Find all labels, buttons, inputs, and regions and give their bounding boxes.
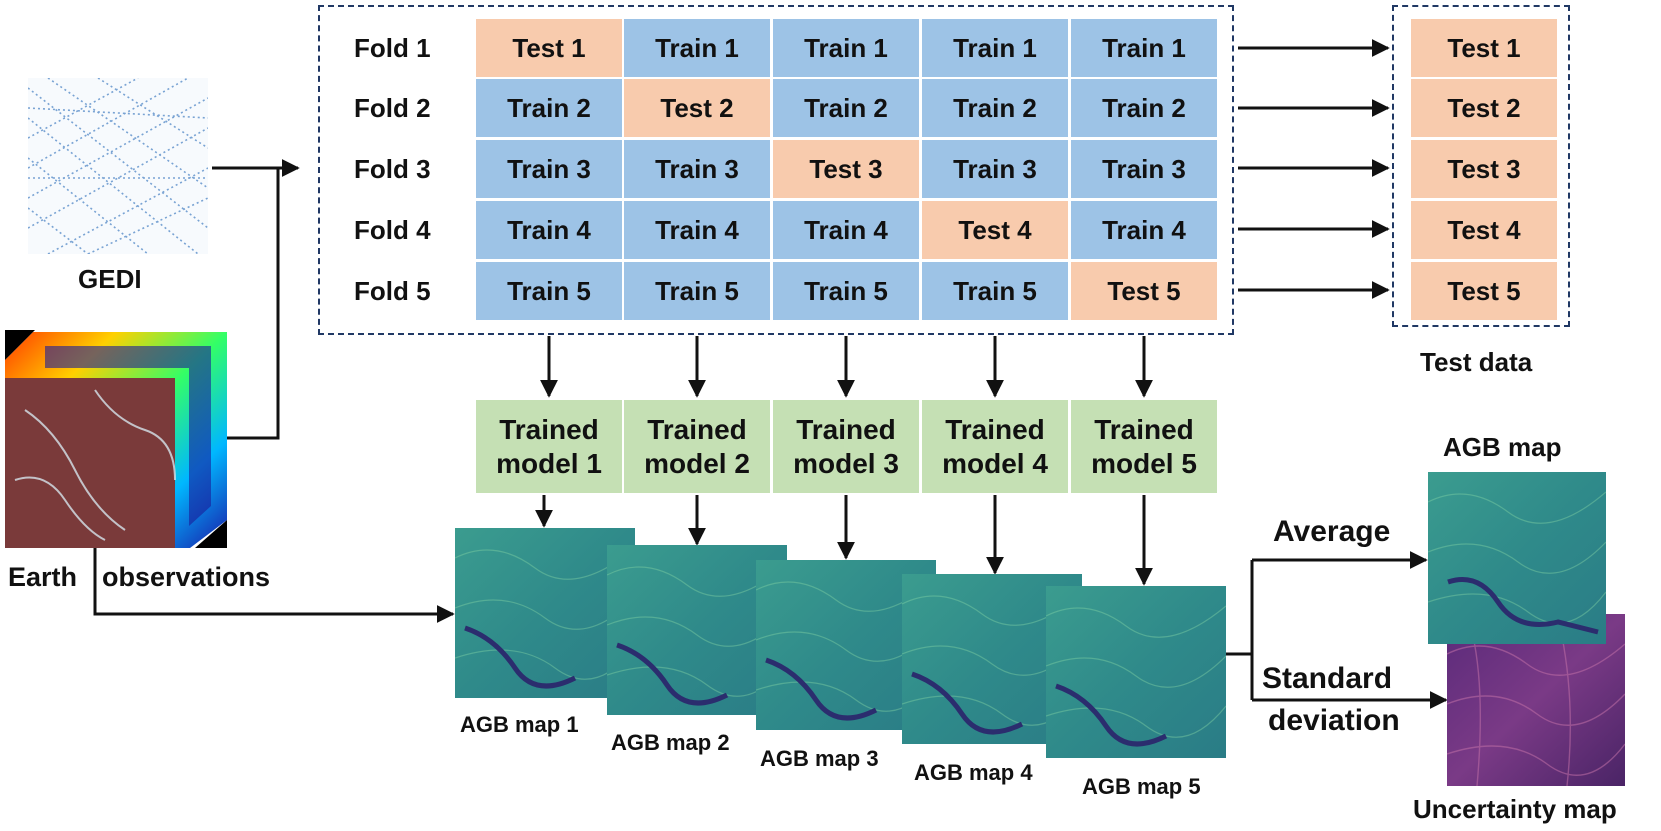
test-data-item-1: Test 1 (1411, 19, 1557, 77)
train-cell-fold-3-col-2: Train 3 (624, 140, 770, 198)
agb-map-5-image (1046, 586, 1226, 758)
trained-model-4-line2: model 4 (942, 447, 1048, 479)
agb-output-texture (1428, 472, 1606, 644)
agb-map-2-label: AGB map 2 (611, 730, 730, 755)
test-cell-fold-2-col-2: Test 2 (624, 79, 770, 137)
eo-to-folds-wire (227, 168, 280, 440)
trained-model-5-line2: model 5 (1091, 447, 1197, 479)
test-data-item-4: Test 4 (1411, 201, 1557, 259)
std-label-1: Standard (1262, 662, 1393, 695)
train-cell-fold-1-col-2: Train 1 (624, 19, 770, 77)
eo-label-2: observations (102, 562, 271, 592)
fold-label-1: Fold 1 (354, 33, 431, 63)
fold-label-2: Fold 2 (354, 93, 431, 123)
agb-map-output-label: AGB map (1443, 432, 1562, 462)
test-cell-fold-1-col-1: Test 1 (476, 19, 622, 77)
test-data-container (1392, 5, 1570, 327)
train-cell-fold-5-col-3: Train 5 (773, 262, 919, 320)
test-cell-fold-5-col-5: Test 5 (1071, 262, 1217, 320)
agb-map-output-image (1428, 472, 1606, 644)
train-cell-fold-4-col-1: Train 4 (476, 201, 622, 259)
train-cell-fold-2-col-5: Train 2 (1071, 79, 1217, 137)
train-cell-fold-5-col-2: Train 5 (624, 262, 770, 320)
train-cell-fold-1-col-5: Train 1 (1071, 19, 1217, 77)
trained-model-3-line1: Trained (796, 413, 896, 445)
trained-model-5-line1: Trained (1094, 413, 1194, 445)
std-label-2: deviation (1268, 704, 1400, 737)
agb-map-5-label: AGB map 5 (1082, 774, 1201, 799)
eo-label-1: Earth (8, 562, 78, 592)
uncertainty-map-label: Uncertainty map (1413, 794, 1617, 824)
fold-label-3: Fold 3 (354, 154, 431, 184)
test-cell-fold-3-col-3: Test 3 (773, 140, 919, 198)
eo-cube-graphic (5, 330, 227, 548)
train-cell-fold-1-col-3: Train 1 (773, 19, 919, 77)
train-cell-fold-1-col-4: Train 1 (922, 19, 1068, 77)
train-cell-fold-3-col-5: Train 3 (1071, 140, 1217, 198)
test-data-item-2: Test 2 (1411, 79, 1557, 137)
train-cell-fold-2-col-4: Train 2 (922, 79, 1068, 137)
trained-model-4-line1: Trained (945, 413, 1045, 445)
agb-map-1-image (455, 528, 635, 698)
agb-map-1-texture (455, 528, 635, 698)
train-cell-fold-3-col-4: Train 3 (922, 140, 1068, 198)
folds-container (318, 5, 1234, 335)
agb-map-4-label: AGB map 4 (914, 760, 1033, 785)
trained-model-3-line2: model 3 (793, 447, 899, 479)
gedi-track-pattern (28, 78, 208, 254)
trained-model-1-line2: model 1 (496, 447, 602, 479)
fold-label-4: Fold 4 (354, 215, 431, 245)
gedi-image (28, 78, 208, 254)
train-cell-fold-4-col-2: Train 4 (624, 201, 770, 259)
train-cell-fold-5-col-1: Train 5 (476, 262, 622, 320)
trained-model-1-line1: Trained (499, 413, 599, 445)
train-cell-fold-4-col-3: Train 4 (773, 201, 919, 259)
agb-map-3-label: AGB map 3 (760, 746, 879, 771)
eo-to-maps-arrow (93, 548, 455, 623)
test-data-label: Test data (1420, 347, 1533, 377)
agb-map-5-texture (1046, 586, 1226, 758)
agb-map-1-label: AGB map 1 (460, 712, 579, 737)
average-label: Average (1273, 515, 1391, 548)
test-data-item-5: Test 5 (1411, 262, 1557, 320)
train-cell-fold-3-col-1: Train 3 (476, 140, 622, 198)
trained-model-2-line2: model 2 (644, 447, 750, 479)
gedi-label: GEDI (78, 264, 142, 294)
fold-label-5: Fold 5 (354, 276, 431, 306)
train-cell-fold-5-col-4: Train 5 (922, 262, 1068, 320)
train-cell-fold-4-col-5: Train 4 (1071, 201, 1217, 259)
train-cell-fold-2-col-3: Train 2 (773, 79, 919, 137)
test-data-item-3: Test 3 (1411, 140, 1557, 198)
trained-model-2-line1: Trained (647, 413, 747, 445)
test-cell-fold-4-col-4: Test 4 (922, 201, 1068, 259)
train-cell-fold-2-col-1: Train 2 (476, 79, 622, 137)
earth-observation-cube (5, 330, 227, 548)
